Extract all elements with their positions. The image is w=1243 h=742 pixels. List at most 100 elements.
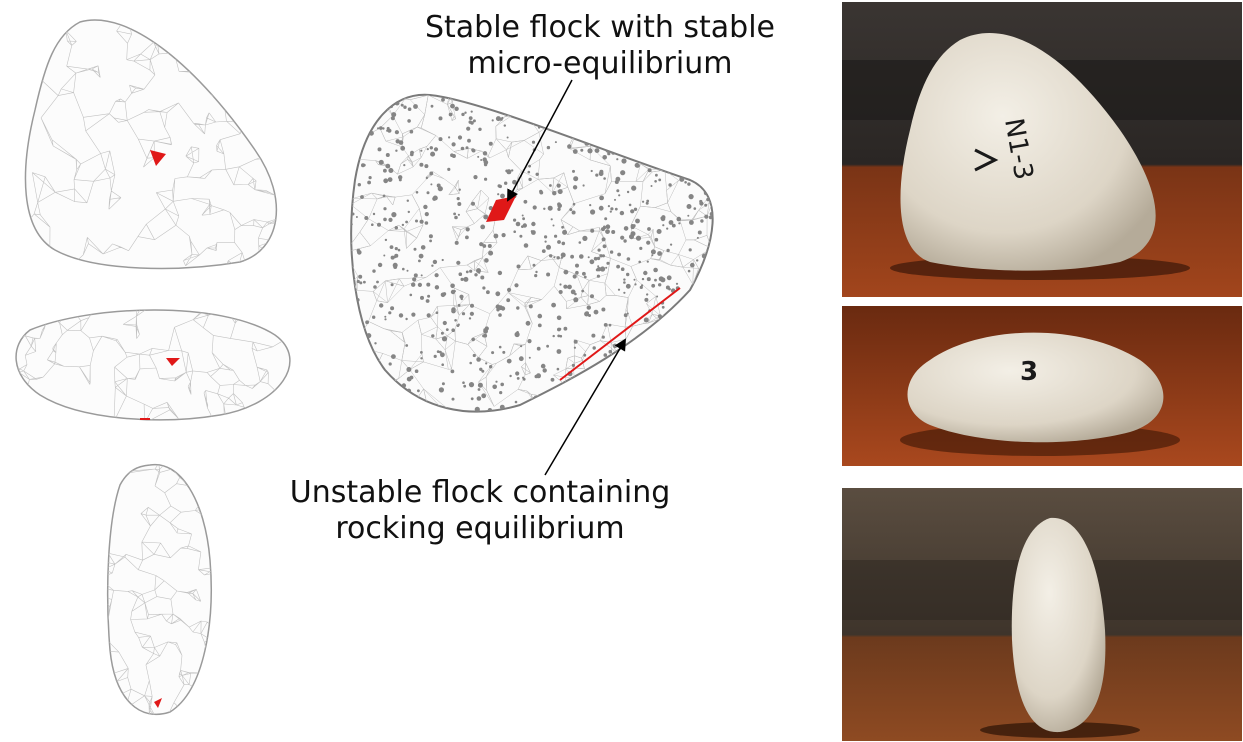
mesh-vertex xyxy=(597,275,600,278)
mesh-vertex xyxy=(716,183,720,187)
mesh-vertex xyxy=(687,332,690,335)
mesh-vertex xyxy=(500,405,505,410)
mesh-vertex xyxy=(373,213,375,215)
mesh-vertex xyxy=(500,194,505,199)
mesh-vertex xyxy=(621,158,626,163)
mesh-vertex xyxy=(610,108,615,113)
mesh-vertex xyxy=(507,288,511,292)
mesh-vertex xyxy=(620,236,624,240)
mesh-vertex xyxy=(591,170,593,172)
mesh-vertex xyxy=(572,211,576,215)
mesh-vertex xyxy=(623,239,626,242)
mesh-vertex xyxy=(600,97,602,99)
mesh-vertex xyxy=(591,334,595,338)
mesh-vertex xyxy=(391,283,394,286)
mesh-vertex xyxy=(553,225,555,227)
mesh-vertex xyxy=(405,344,408,347)
mesh-vertex xyxy=(395,130,399,134)
mesh-vertex xyxy=(557,202,561,206)
mesh-vertex xyxy=(713,374,717,378)
mesh-vertex xyxy=(684,373,688,377)
mesh-vertex xyxy=(430,183,432,185)
mesh-vertex xyxy=(352,213,355,216)
mesh-vertex xyxy=(709,409,712,412)
mesh-vertex xyxy=(632,130,635,133)
mesh-vertex xyxy=(714,290,716,292)
mesh-vertex xyxy=(405,221,408,224)
mesh-vertex xyxy=(653,268,658,273)
mesh-vertex xyxy=(546,245,551,250)
mesh-vertex xyxy=(713,395,717,399)
mesh-vertex xyxy=(641,412,643,414)
mesh-vertex xyxy=(654,279,657,282)
mesh-vertex xyxy=(623,406,626,409)
mesh-vertex xyxy=(701,179,703,181)
mesh-vertex xyxy=(679,316,684,321)
mesh-vertex xyxy=(612,103,616,107)
mesh-vertex xyxy=(439,137,443,141)
mesh-vertex xyxy=(450,153,454,157)
mesh-vertex xyxy=(447,168,450,171)
mesh-vertex xyxy=(348,355,351,358)
mesh-vertex xyxy=(566,403,569,406)
mesh-vertex xyxy=(433,414,436,417)
mesh-vertex xyxy=(694,294,698,298)
mesh-vertex xyxy=(363,385,366,388)
mesh-vertex xyxy=(575,264,579,268)
mesh-vertex xyxy=(430,152,435,157)
mesh-vertex xyxy=(411,283,415,287)
mesh-vertex xyxy=(666,228,668,230)
mesh-vertex xyxy=(635,377,637,379)
mesh-vertex xyxy=(695,326,699,330)
mesh-vertex xyxy=(522,215,524,217)
mesh-vertex xyxy=(388,168,393,173)
mesh-vertex xyxy=(710,320,714,324)
mesh-vertex xyxy=(709,165,713,169)
mesh-vertex xyxy=(692,373,697,378)
mesh-vertex xyxy=(547,146,550,149)
mesh-vertex xyxy=(483,151,487,155)
mesh-vertex xyxy=(695,295,700,300)
mesh-vertex xyxy=(599,206,604,211)
mesh-vertex xyxy=(634,125,637,128)
mesh-vertex xyxy=(407,200,409,202)
mesh-vertex xyxy=(716,294,718,296)
mesh-vertex xyxy=(408,211,410,213)
mesh-vertex xyxy=(527,339,531,343)
mesh-vertex xyxy=(362,120,365,123)
mesh-vertex xyxy=(670,341,675,346)
mesh-vertex xyxy=(507,359,512,364)
mesh-vertex xyxy=(366,123,371,128)
mesh-vertex xyxy=(349,394,354,399)
mesh-vertex xyxy=(415,220,418,223)
mesh-vertex xyxy=(359,281,362,284)
mesh-vertex xyxy=(597,117,599,119)
mesh-vertex xyxy=(571,400,574,403)
mesh-vertex xyxy=(604,385,608,389)
mesh-vertex xyxy=(661,215,665,219)
mesh-vertex xyxy=(625,407,630,412)
mesh-vertex xyxy=(711,396,716,401)
mesh-vertex xyxy=(575,271,579,275)
mesh-vertex xyxy=(408,107,412,111)
mesh-vertex xyxy=(553,256,555,258)
mesh-vertex xyxy=(376,281,379,284)
mesh-vertex xyxy=(547,398,552,403)
mesh-vertex xyxy=(644,318,649,323)
mesh-vertex xyxy=(643,357,646,360)
mesh-vertex xyxy=(346,390,349,393)
mesh-vertex xyxy=(507,137,509,139)
mesh-vertex xyxy=(602,155,607,160)
mesh-vertex xyxy=(524,105,527,108)
mesh-vertex xyxy=(614,199,616,201)
mesh-vertex xyxy=(360,195,364,199)
mesh-vertex xyxy=(662,224,664,226)
mesh-vertex xyxy=(367,181,371,185)
mesh-vertex xyxy=(610,207,613,210)
mesh-vertex xyxy=(491,351,494,354)
mesh-vertex xyxy=(640,397,642,399)
mesh-vertex xyxy=(623,281,626,284)
mesh-vertex xyxy=(387,128,389,130)
mesh-vertex xyxy=(626,273,629,276)
mesh-vertex xyxy=(678,344,682,348)
